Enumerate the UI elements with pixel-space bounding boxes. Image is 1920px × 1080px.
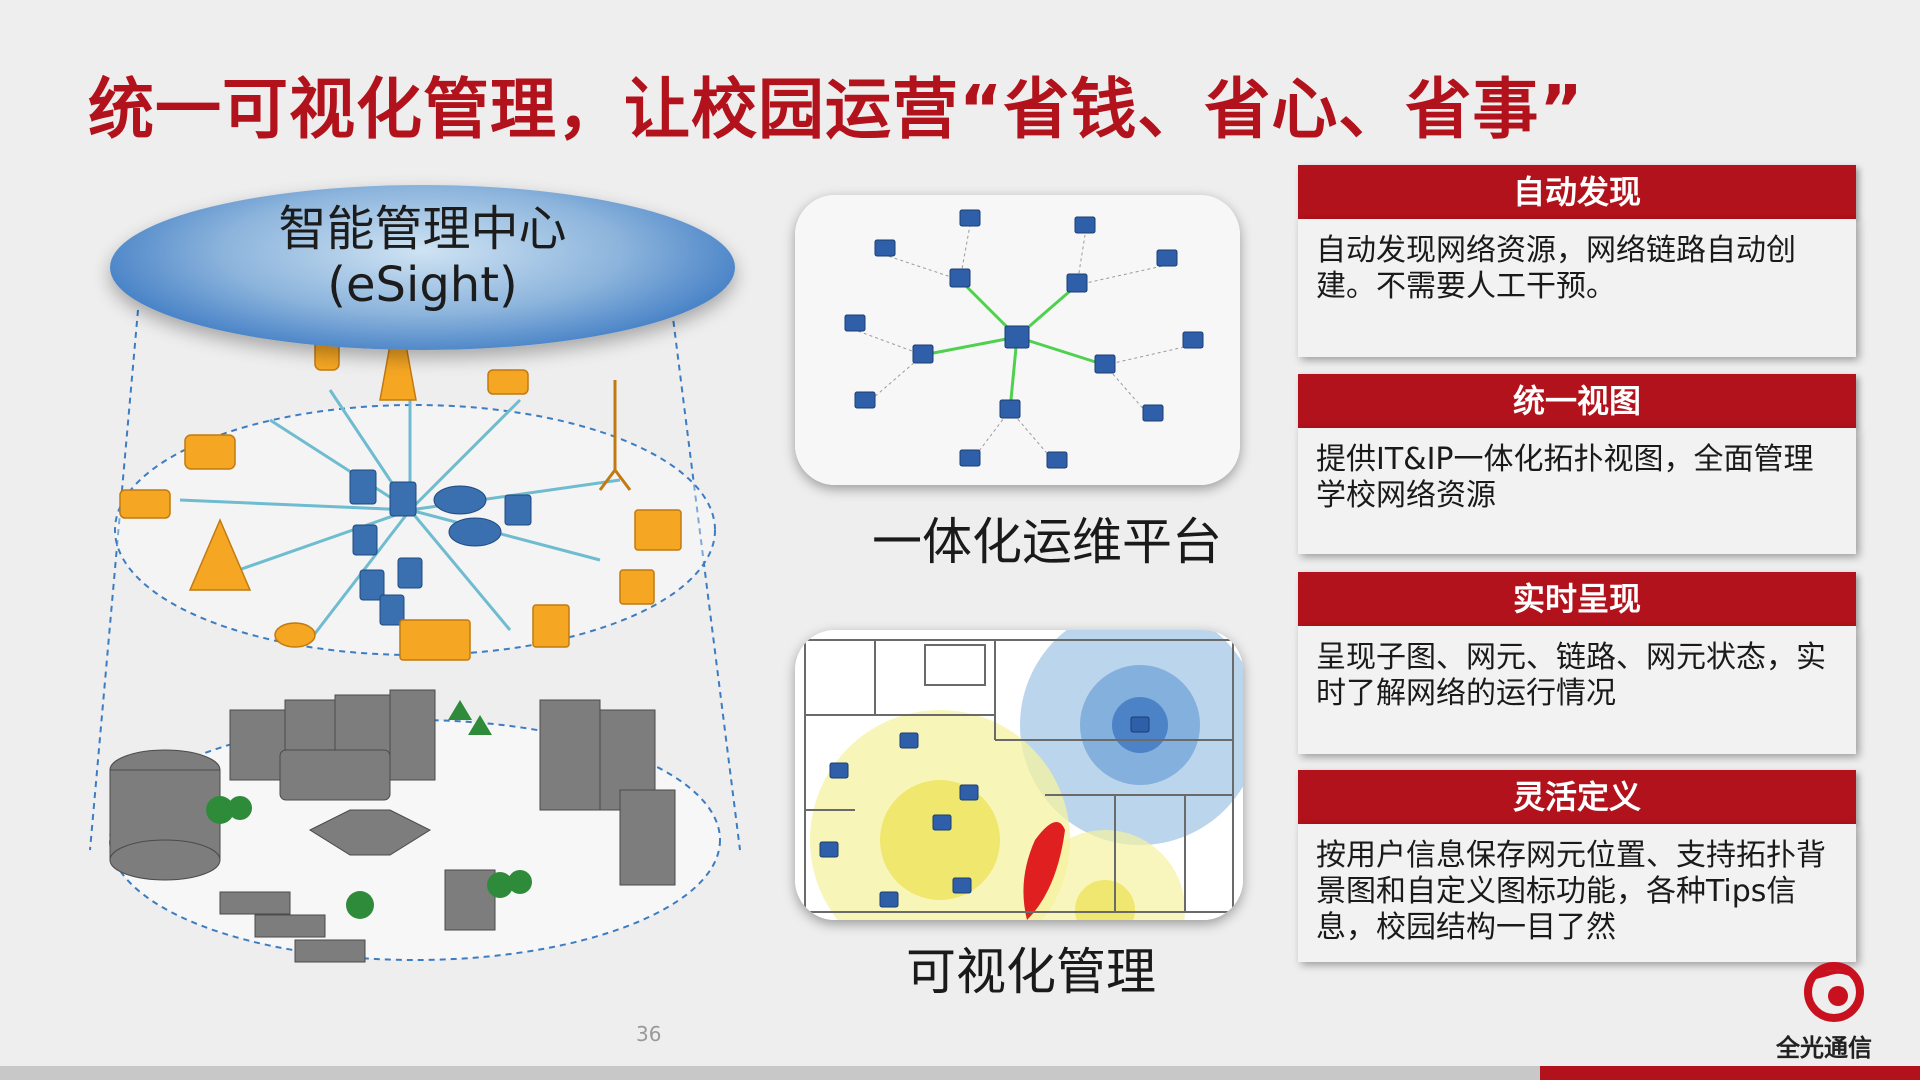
campus-network-graphic [89, 309, 741, 963]
card-text-unified-view: 提供IT&IP一体化拓扑视图，全面管理学校网络资源 [1298, 428, 1856, 554]
company-logo-text: 全光通信 [1776, 1034, 1872, 1062]
card-title-unified-view: 统一视图 [1298, 374, 1856, 428]
footer-accent [1540, 1066, 1920, 1080]
center-label-line1: 智能管理中心 [278, 201, 567, 257]
topology-caption: 一体化运维平台 [872, 513, 1222, 571]
card-text-auto-discovery: 自动发现网络资源，网络链路自动创建。不需要人工干预。 [1298, 219, 1856, 357]
card-text-flexible: 按用户信息保存网元位置、支持拓扑背景图和自定义图标功能，各种Tips信息，校园结… [1298, 824, 1856, 962]
card-text-realtime: 呈现子图、网元、链路、网元状态，实时了解网络的运行情况 [1298, 626, 1856, 754]
slide-title: 统一可视化管理，让校园运营“省钱、省心、省事” [88, 71, 1584, 148]
card-title-realtime: 实时呈现 [1298, 572, 1856, 626]
visual-caption: 可视化管理 [906, 943, 1156, 1001]
visual-panel [795, 630, 1243, 920]
footer-bar [0, 1066, 1920, 1080]
card-title-auto-discovery: 自动发现 [1298, 165, 1856, 219]
campus-illustration [60, 170, 760, 1000]
card-title-flexible: 灵活定义 [1298, 770, 1856, 824]
center-label-line2: (eSight) [327, 257, 518, 313]
topology-panel [795, 195, 1240, 485]
management-center-disk: 智能管理中心 (eSight) [110, 185, 735, 350]
floorplan-heatmap [795, 630, 1243, 920]
page-number: 36 [636, 1022, 662, 1046]
topology-graphic [795, 195, 1240, 485]
company-logo-icon [1804, 962, 1864, 1022]
